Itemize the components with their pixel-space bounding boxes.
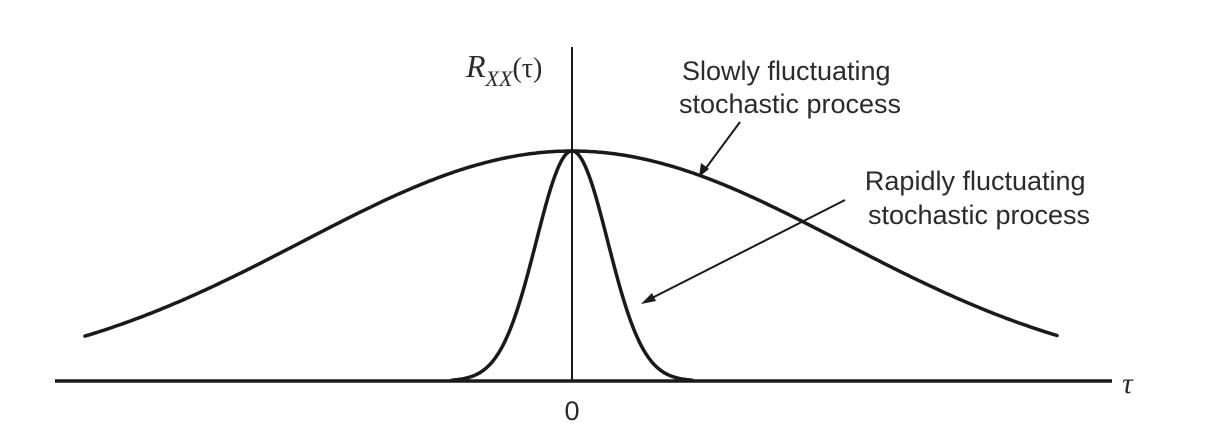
x-axis-label: τ xyxy=(1122,367,1134,400)
slow-process-arrowhead xyxy=(699,163,709,177)
slow-process-label-line2: stochastic process xyxy=(679,89,901,119)
rapid-process-arrowhead xyxy=(641,293,656,304)
slow-process-pointer xyxy=(702,121,741,173)
y-axis-label: RXX(τ) xyxy=(465,48,542,91)
y-axis-label-subscript: XX xyxy=(485,66,514,91)
rapid-process-pointer xyxy=(647,199,846,301)
rapid-process-label-line1: Rapidly fluctuating xyxy=(865,166,1086,196)
rapid-process-label-line2: stochastic process xyxy=(868,200,1090,230)
slow-process-label-line1: Slowly fluctuating xyxy=(682,56,891,86)
slow-process-label: Slowly fluctuating stochastic process xyxy=(679,56,901,119)
rapid-process-curve xyxy=(450,149,694,382)
origin-label: 0 xyxy=(564,396,579,426)
rapid-process-label: Rapidly fluctuating stochastic process xyxy=(865,166,1093,230)
y-axis-label-argument: (τ) xyxy=(512,53,542,84)
y-axis-label-main: R xyxy=(465,48,486,84)
